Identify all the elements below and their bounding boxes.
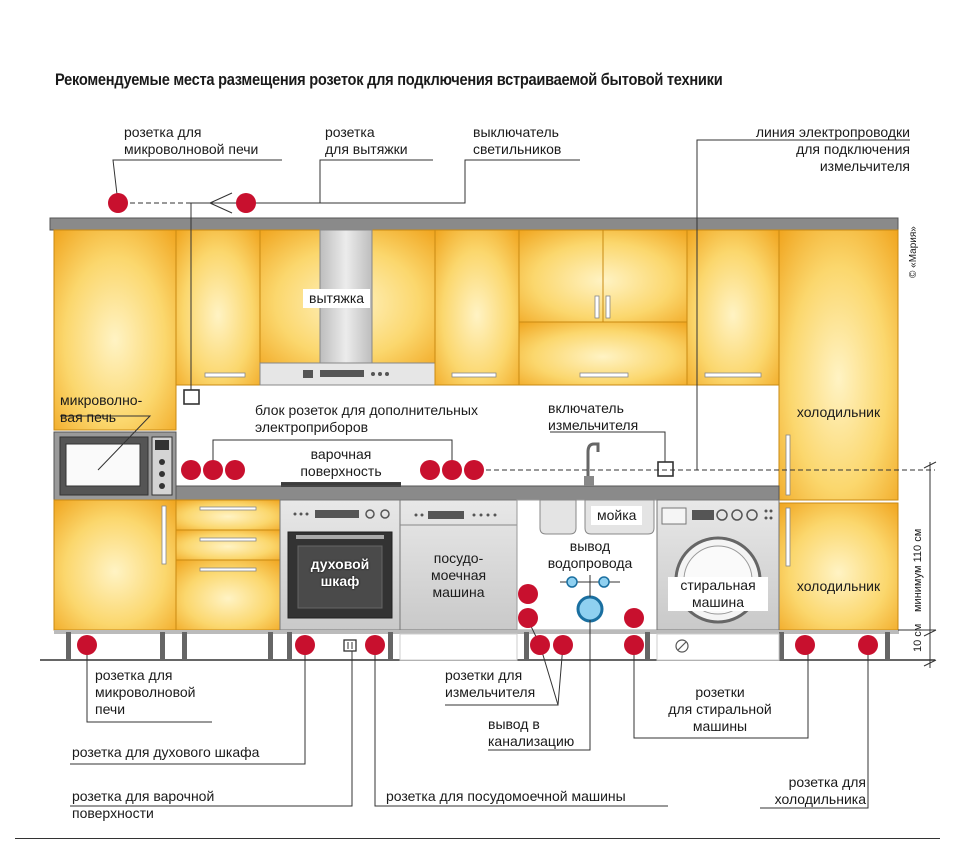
water-pipe-2 — [598, 576, 610, 588]
socket-grinder-3 — [530, 635, 550, 655]
left-tall-lower-cabinet — [53, 499, 177, 631]
water-pipe-1 — [566, 576, 578, 588]
drawer-2 — [175, 529, 281, 561]
microwave-display — [155, 440, 169, 450]
oven-window — [297, 545, 383, 609]
label-dim-floor: 10 см — [912, 623, 924, 652]
grinder-switch-box — [657, 461, 674, 477]
bottom-rule — [15, 838, 940, 839]
hood-controls — [303, 370, 313, 378]
washer-foot-icon — [675, 639, 689, 653]
cabinet-legs — [66, 632, 890, 660]
socket-block-left-1 — [181, 460, 201, 480]
socket-grinder-1 — [518, 584, 538, 604]
fridge-lower-door — [778, 502, 899, 631]
socket-microwave-bottom — [77, 635, 97, 655]
faucet — [586, 442, 600, 486]
light-switch-box — [183, 389, 200, 405]
label-fridge-top: холодильник — [796, 404, 881, 420]
socket-grinder-4 — [553, 635, 573, 655]
microwave-knob-2 — [159, 471, 165, 477]
upper-cabinet-6 — [686, 229, 780, 386]
socket-hood — [236, 193, 256, 213]
drawer-3 — [175, 559, 281, 631]
socket-dishwasher — [365, 635, 385, 655]
sockets — [77, 193, 878, 655]
fridge-upper-door — [778, 229, 899, 501]
upper-cabinet-3-handle — [451, 372, 497, 378]
socket-fridge-1 — [795, 635, 815, 655]
copyright: © «Мария» — [908, 226, 919, 278]
socket-grinder-2 — [518, 608, 538, 628]
upper-top-board — [49, 217, 899, 231]
label-microwave: микроволно-вая печь — [60, 392, 143, 425]
label-hood: вытяжка — [303, 289, 371, 308]
upper-cabinet-1 — [175, 229, 261, 386]
label-dim-total: минимум 110 см — [912, 528, 924, 612]
dishwasher-body — [399, 499, 518, 631]
socket-block-right-2 — [442, 460, 462, 480]
sewer-pipe — [576, 595, 604, 623]
microwave-panel — [151, 436, 173, 496]
microwave-knob-3 — [159, 483, 165, 489]
socket-washer-1 — [624, 608, 644, 628]
left-tall-upper-cabinet — [53, 229, 177, 431]
socket-block-left-3 — [225, 460, 245, 480]
label-dishwasher-socket: розетка для посудомоечной машины — [386, 788, 626, 804]
socket-block-left-2 — [203, 460, 223, 480]
label-fridge-bottom: холодильник — [796, 578, 881, 594]
label-sink: мойка — [591, 506, 643, 525]
upper-cabinet-1-handle — [204, 372, 246, 378]
socket-block-right-1 — [420, 460, 440, 480]
socket-block-right-3 — [464, 460, 484, 480]
page-title: Рекомендуемые места размещения розеток д… — [55, 70, 723, 89]
socket-oven — [295, 635, 315, 655]
socket-washer-2 — [624, 635, 644, 655]
upper-cabinet-3 — [434, 229, 520, 386]
countertop — [175, 485, 780, 501]
socket-fridge-2 — [858, 635, 878, 655]
microwave-knob-1 — [159, 459, 165, 465]
drawer-1 — [175, 499, 281, 531]
leader-lines — [60, 139, 937, 809]
socket-microwave-top — [108, 193, 128, 213]
hood-display — [320, 370, 364, 377]
plinth-socket-box — [343, 639, 357, 652]
label-oven-socket: розетка для духового шкафа — [72, 744, 260, 760]
